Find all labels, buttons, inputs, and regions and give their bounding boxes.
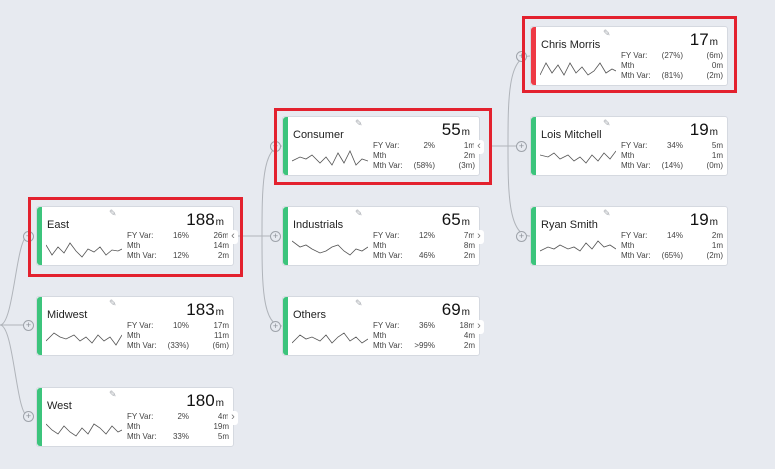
sparkline: [540, 240, 616, 252]
status-bar: [37, 388, 42, 446]
node-name: Consumer: [293, 129, 344, 141]
expand-chevron-icon[interactable]: ›: [474, 230, 484, 244]
node-name: Midwest: [47, 309, 88, 321]
pencil-icon[interactable]: ✎: [109, 208, 117, 218]
status-bar: [283, 207, 288, 265]
node-value: 17m: [689, 30, 718, 49]
sparkline: [46, 242, 122, 258]
sparkline: [46, 332, 122, 346]
node-value: 188m: [186, 210, 224, 229]
plus-circle-icon[interactable]: +: [270, 231, 281, 242]
node-name: Chris Morris: [541, 39, 601, 51]
pencil-icon[interactable]: ✎: [603, 118, 611, 128]
highlight-box-chris-morris: [522, 16, 737, 93]
highlight-box-consumer: [274, 108, 492, 185]
node-name: Ryan Smith: [541, 219, 598, 231]
node-value: 69m: [441, 300, 470, 319]
plus-circle-icon[interactable]: +: [516, 231, 527, 242]
status-bar: [37, 207, 42, 265]
pencil-icon[interactable]: ✎: [603, 28, 611, 38]
status-bar: [37, 297, 42, 355]
pencil-icon[interactable]: ✎: [109, 389, 117, 399]
node-value: 183m: [186, 300, 224, 319]
node-name: West: [47, 400, 72, 412]
sparkline: [292, 240, 368, 256]
plus-circle-icon[interactable]: +: [516, 51, 527, 62]
node-value: 19m: [689, 210, 718, 229]
status-bar: [531, 117, 536, 175]
status-bar: [283, 297, 288, 355]
plus-circle-icon[interactable]: +: [516, 141, 527, 152]
plus-circle-icon[interactable]: +: [23, 320, 34, 331]
pencil-icon[interactable]: ✎: [109, 298, 117, 308]
plus-circle-icon[interactable]: +: [23, 411, 34, 422]
pencil-icon[interactable]: ✎: [355, 118, 363, 128]
sparkline: [540, 150, 616, 164]
node-name: East: [47, 219, 70, 231]
collapse-chevron-icon[interactable]: ‹: [474, 140, 484, 154]
pencil-icon[interactable]: ✎: [355, 208, 363, 218]
sparkline: [292, 332, 368, 344]
node-name: Others: [293, 309, 327, 321]
node-value: 55m: [441, 120, 470, 139]
highlight-box-east: [28, 197, 243, 277]
sparkline: [540, 62, 616, 76]
node-name: Industrials: [293, 219, 344, 231]
sparkline: [46, 423, 122, 437]
status-bar: [283, 117, 288, 175]
collapse-chevron-icon[interactable]: ‹: [228, 230, 238, 244]
plus-circle-icon[interactable]: +: [270, 321, 281, 332]
expand-chevron-icon[interactable]: ›: [474, 320, 484, 334]
node-name: Lois Mitchell: [541, 129, 602, 141]
node-value: 19m: [689, 120, 718, 139]
expand-chevron-icon[interactable]: ›: [228, 411, 238, 425]
status-bar: [531, 27, 536, 85]
pencil-icon[interactable]: ✎: [603, 208, 611, 218]
pencil-icon[interactable]: ✎: [355, 298, 363, 308]
node-value: 180m: [186, 391, 224, 410]
node-value: 65m: [441, 210, 470, 229]
sparkline: [292, 150, 368, 166]
status-bar: [531, 207, 536, 265]
